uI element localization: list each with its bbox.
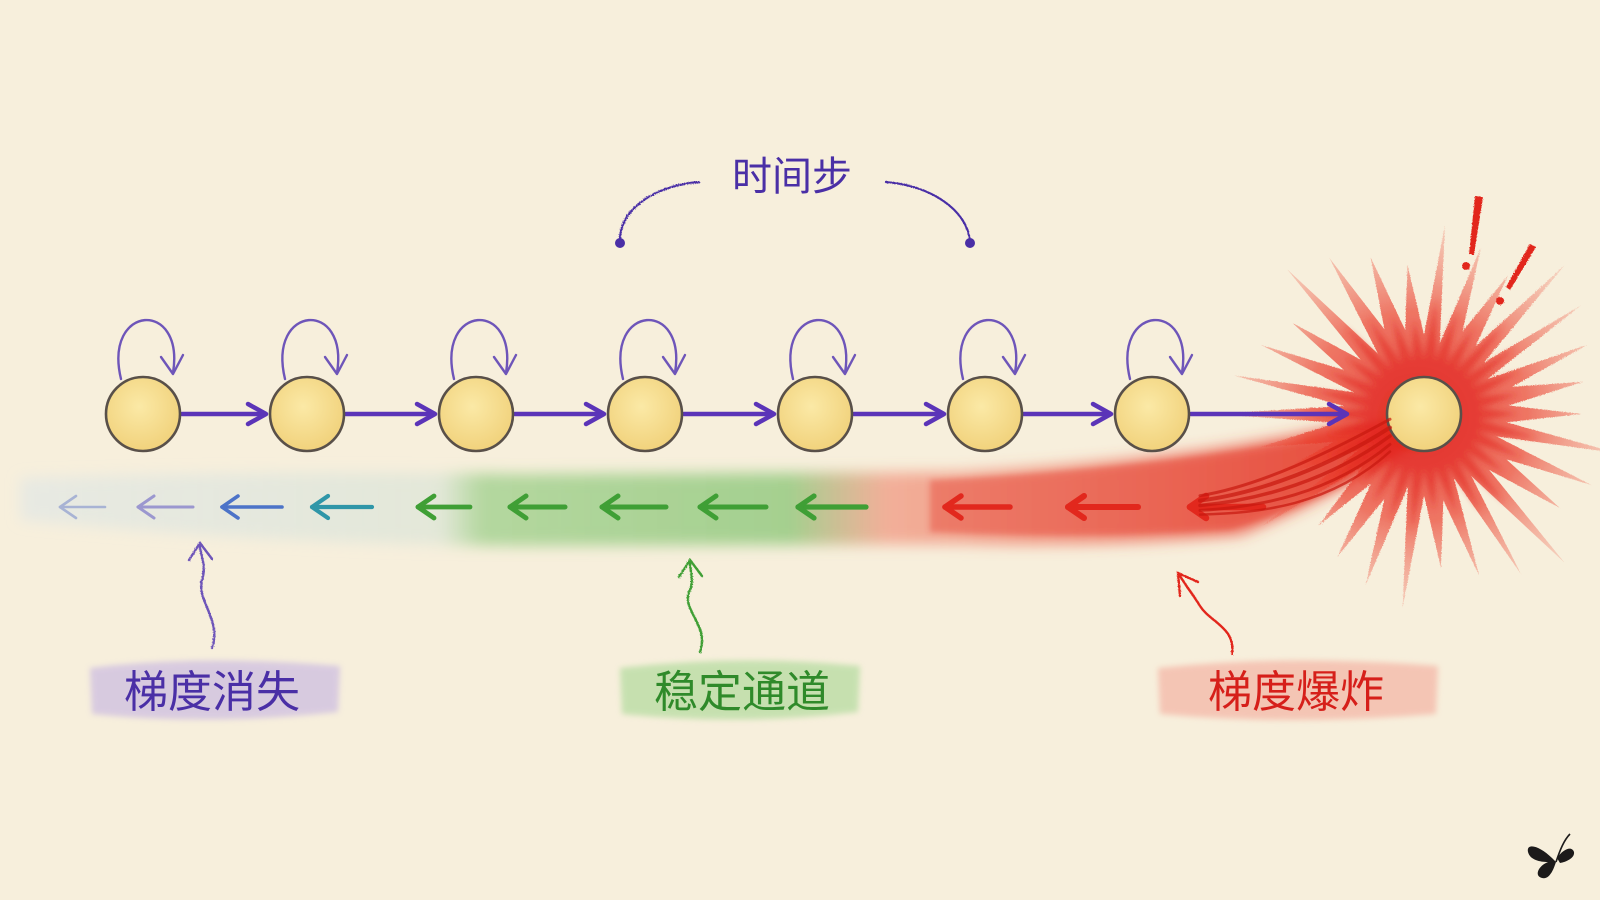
backward-gradient-arrow [136,494,195,520]
butterfly-icon [1527,833,1575,879]
rnn-nodes [104,375,1463,453]
backward-gradient-arrow [415,493,473,521]
forward-arrows [179,401,1350,427]
explosion-streaks [1198,417,1392,516]
forward-arrow [1188,401,1350,427]
rnn-node [1113,375,1191,453]
forward-arrow [1021,401,1114,427]
backward-gradient-arrow [697,493,769,521]
explode-pointer [1178,574,1234,656]
self-loop-arrow [450,318,518,381]
rnn-node [1385,375,1463,453]
stable-label: 稳定通道 [654,667,830,718]
self-loop-arrow [1126,318,1194,381]
vanishing-label: 梯度消失 [124,667,300,718]
backward-gradient-arrow [507,493,568,521]
stable-pointer [686,560,704,654]
self-loops [117,318,1194,381]
backward-gradient-arrow [58,494,107,520]
self-loop-arrow [117,318,185,381]
self-loop-arrow [789,318,857,381]
backward-gradient-arrow [220,494,284,520]
backward-gradient-arrow [1065,493,1141,521]
forward-arrow [179,401,269,427]
rnn-node [606,375,684,453]
rnn-node [776,375,854,453]
backward-gradient-arrow [309,493,375,521]
time-step-annotation: 时间步 [615,154,975,248]
backward-gradient-arrow [942,493,1013,521]
rnn-node [268,375,346,453]
rnn-node [437,375,515,453]
rnn-node [104,375,182,453]
self-loop-arrow [281,318,349,381]
forward-arrow [343,401,438,427]
forward-arrow [512,401,607,427]
backward-arrows [58,417,1392,522]
backward-gradient-arrow [795,493,869,521]
exploding-label: 梯度爆炸 [1208,667,1384,718]
rnn-node [946,375,1024,453]
exclamation-icon [1462,196,1536,305]
vanish-pointer [198,543,216,650]
exploding-label-group: 梯度爆炸 [1158,660,1438,720]
gradient-band [20,420,1420,546]
forward-arrow [851,401,947,427]
self-loop-arrow [619,318,687,381]
vanishing-label-group: 梯度消失 [90,660,340,720]
stable-label-group: 稳定通道 [620,660,860,720]
time-step-label: 时间步 [732,154,852,200]
forward-arrow [681,401,777,427]
self-loop-arrow [959,318,1027,381]
pointer-arrows [187,540,1234,656]
backward-gradient-arrow [599,493,669,521]
